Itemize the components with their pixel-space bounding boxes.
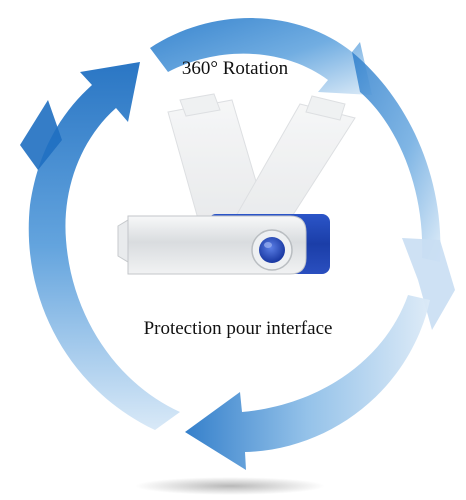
usb-swivel-ghost	[167, 93, 356, 233]
rotation-arrow-icon	[150, 18, 455, 330]
rotation-caption: 360° Rotation	[181, 58, 289, 79]
rotation-arrow-icon	[20, 62, 180, 430]
protection-caption: Protection pour interface	[143, 318, 333, 339]
usb-flash-drive	[117, 214, 330, 275]
floor-shadow	[135, 477, 325, 495]
usb-pivot-button	[259, 237, 285, 263]
usb-connector-tab	[117, 219, 129, 263]
rotation-arrow-icon	[185, 295, 430, 470]
